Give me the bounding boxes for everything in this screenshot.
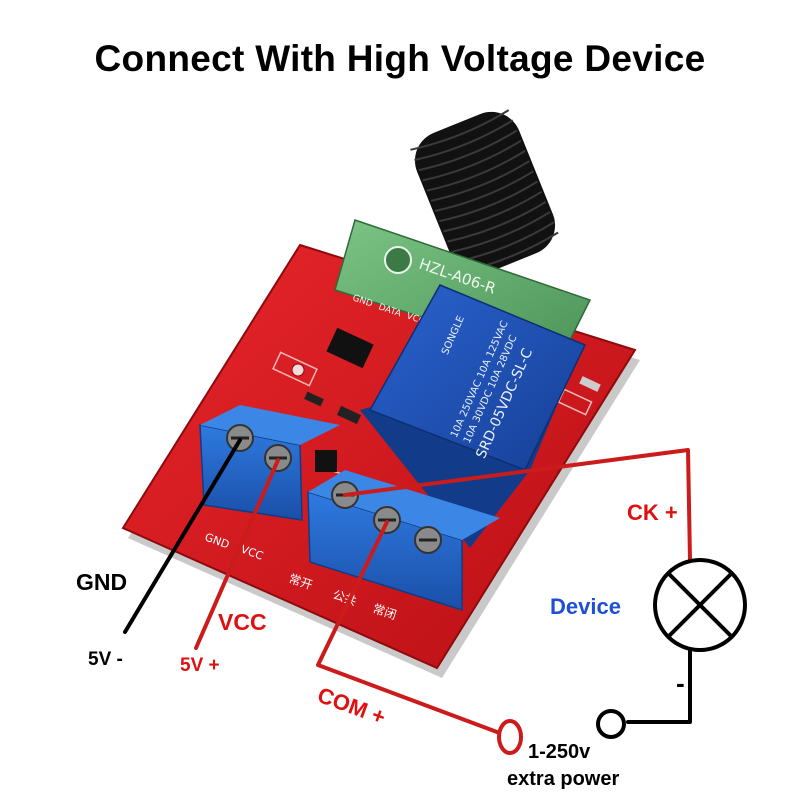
relay: SONGLE 10A 250VAC 10A 125VAC 10A 30VDC 1…	[360, 284, 587, 548]
com-wire	[316, 520, 507, 737]
diode	[336, 405, 362, 425]
terminal-body	[307, 490, 463, 612]
antenna-turn	[418, 129, 518, 172]
minus-label: -	[676, 668, 685, 698]
device-label: Device	[550, 594, 621, 619]
terminal-screw	[414, 526, 442, 554]
terminal-screw	[264, 444, 292, 472]
power-terminal-positive	[497, 719, 523, 755]
power-terminal-negative	[596, 709, 626, 739]
antenna-coil	[410, 109, 559, 275]
antenna-core	[414, 111, 556, 275]
resistor	[304, 391, 324, 407]
antenna-turn	[451, 211, 551, 253]
antenna-turn	[439, 180, 539, 223]
ic-chip	[326, 327, 374, 369]
antenna-turn	[443, 190, 543, 233]
antenna-turn	[414, 119, 514, 161]
gnd-label: GND	[76, 569, 127, 595]
antenna-turns	[410, 109, 559, 274]
power-terminals	[497, 709, 626, 755]
led	[291, 363, 305, 377]
transistor	[315, 450, 337, 472]
antenna-turn	[426, 150, 526, 192]
gnd-voltage-label: 5V -	[88, 649, 123, 670]
terminal-screw	[373, 506, 401, 534]
power-range-label: 1-250v	[528, 741, 591, 763]
vcc-voltage-label: 5V +	[180, 655, 220, 676]
antenna-turn	[430, 160, 530, 202]
module-logo-icon	[384, 246, 412, 274]
terminal-top	[200, 405, 340, 445]
device-lamp-icon	[653, 558, 747, 652]
power-note-label: extra power	[507, 768, 619, 790]
resistor	[579, 376, 601, 392]
ck-wire	[343, 448, 692, 562]
page-title: Connect With High Voltage Device	[94, 38, 706, 79]
gnd-wire	[123, 438, 242, 634]
antenna-turn	[447, 201, 547, 243]
return-wire	[626, 648, 692, 724]
components	[291, 327, 601, 472]
antenna-turn	[410, 109, 510, 151]
wires	[123, 438, 692, 737]
vcc-label: VCC	[218, 609, 267, 635]
vcc-wire	[194, 458, 280, 650]
ck-label: CK +	[627, 500, 678, 525]
antenna-turn	[422, 139, 522, 182]
antenna-turn	[434, 170, 534, 212]
terminal-screw	[226, 424, 254, 452]
